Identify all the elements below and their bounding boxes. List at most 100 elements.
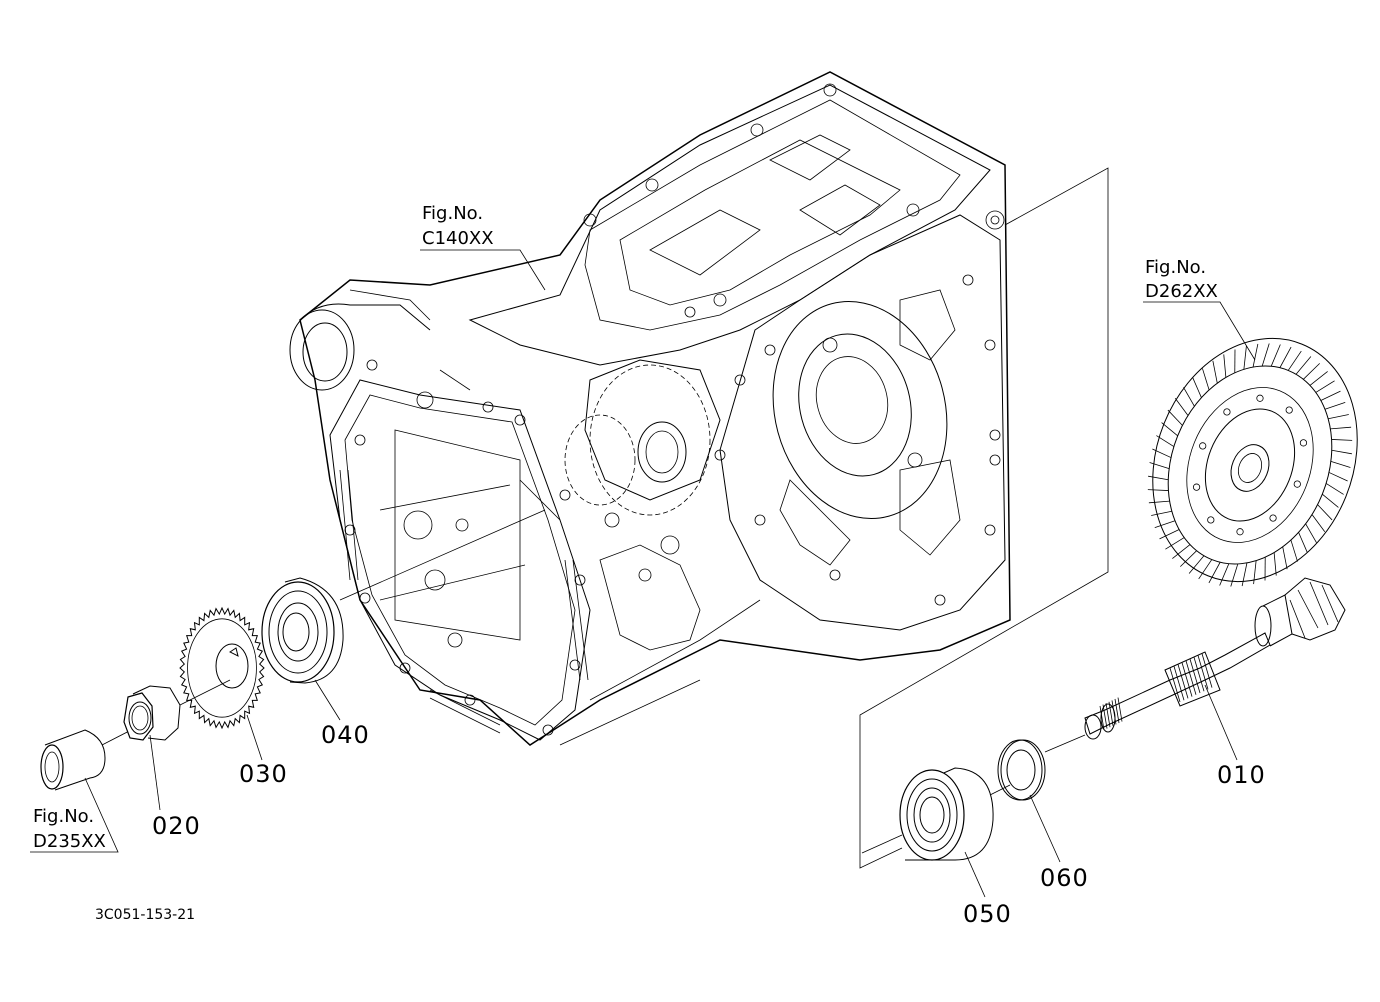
- gear-tooth: [1180, 550, 1197, 567]
- gear-bolt-hole: [1293, 480, 1301, 488]
- gear-tooth: [1298, 532, 1308, 553]
- pinion-shaft: [1084, 577, 1346, 740]
- gear-tooth: [1279, 346, 1292, 368]
- spline-line: [1114, 698, 1120, 724]
- transmission-case: [289, 71, 1011, 746]
- gear-tooth: [1149, 462, 1170, 470]
- gear-bolt-hole: [1236, 528, 1244, 536]
- gear-tooth: [1154, 520, 1176, 528]
- bevel-ring-gear: [1147, 337, 1358, 587]
- spline-line: [1108, 701, 1114, 726]
- sensor-ring-teeth: [179, 606, 265, 730]
- gear-tooth: [1315, 380, 1335, 393]
- gear-tooth: [1147, 489, 1169, 491]
- fig-ref-d262-code: D262XX: [1145, 281, 1218, 302]
- spline-line: [1201, 653, 1213, 688]
- gear-tooth: [1322, 493, 1339, 508]
- fig-ref-c140-prefix: Fig.No.: [422, 203, 483, 224]
- part-label-040: 040: [321, 721, 370, 749]
- spline-line: [1189, 658, 1201, 694]
- gear-bolt-hole: [1256, 394, 1264, 402]
- leader-lines: [30, 249, 1256, 898]
- gear-bolt-holes: [1192, 394, 1308, 536]
- fig-ref-d262-prefix: Fig.No.: [1145, 257, 1206, 278]
- gear-tooth: [1148, 500, 1170, 504]
- gear-tooth: [1159, 529, 1180, 540]
- gear-tooth: [1290, 539, 1298, 562]
- gear-tooth: [1261, 343, 1270, 367]
- gear-tooth: [1174, 398, 1189, 416]
- gear-bolt-hole: [1299, 439, 1308, 447]
- gear-tooth: [1305, 523, 1317, 543]
- sensor-ring-inner: [187, 618, 257, 718]
- gear-tooth: [1165, 537, 1185, 550]
- bearing-040: [261, 577, 344, 684]
- gear-tooth: [1325, 483, 1344, 495]
- gear-tooth: [1208, 562, 1221, 584]
- gear-tooth: [1330, 426, 1352, 430]
- gear-tooth: [1252, 343, 1259, 368]
- spline-line: [1173, 666, 1185, 701]
- drawing-code: 3C051-153-21: [95, 907, 195, 923]
- gear-tooth: [1188, 555, 1205, 574]
- gear-tooth: [1328, 472, 1348, 482]
- gear-tooth: [1282, 546, 1288, 570]
- gear-tooth: [1331, 449, 1352, 455]
- spline-line: [1181, 662, 1193, 697]
- spline-line: [1105, 703, 1111, 728]
- part-label-050: 050: [963, 900, 1012, 928]
- gear-bolt-hole: [1269, 514, 1277, 522]
- gear-tooth: [1192, 377, 1202, 398]
- gear-tooth: [1156, 435, 1175, 447]
- gear-teeth: [1147, 343, 1353, 587]
- gear-bolt-hole: [1223, 408, 1231, 416]
- gear-tooth: [1303, 363, 1320, 380]
- fig-ref-d235-prefix: Fig.No.: [33, 806, 94, 827]
- gear-tooth: [1241, 562, 1248, 587]
- gear-tooth: [1161, 422, 1178, 437]
- gear-tooth: [1198, 559, 1213, 580]
- gear-tooth: [1151, 510, 1172, 516]
- spline-line: [1099, 705, 1105, 731]
- spline-line: [1177, 664, 1189, 699]
- spline-line: [1193, 657, 1205, 692]
- figure-references: Fig.No. C140XX Fig.No. D262XX Fig.No. D2…: [33, 203, 1218, 852]
- spline-line: [1185, 660, 1197, 695]
- gear-tooth: [1183, 387, 1195, 407]
- lock-nut-020: [123, 685, 181, 741]
- spline-line: [1117, 697, 1123, 722]
- gear-tooth: [1311, 514, 1326, 532]
- gear-tooth: [1202, 368, 1210, 391]
- gear-tooth: [1219, 563, 1230, 586]
- part-label-010: 010: [1217, 761, 1266, 789]
- bearing-050: [899, 767, 994, 861]
- gear-bolt-hole: [1199, 442, 1207, 450]
- part-number-labels: 010 020 030 040 050 060: [152, 721, 1266, 928]
- gear-bolt-hole: [1192, 483, 1201, 491]
- gear-bolt-hole: [1207, 516, 1215, 524]
- gear-bolt-hole: [1285, 406, 1293, 414]
- gear-tooth: [1270, 344, 1281, 367]
- gear-tooth: [1331, 439, 1353, 441]
- shaft-splines-mid: [1169, 653, 1213, 703]
- part-label-030: 030: [239, 760, 288, 788]
- gear-tooth: [1223, 354, 1227, 378]
- fig-ref-c140-code: C140XX: [422, 228, 494, 249]
- gear-tooth: [1172, 544, 1191, 559]
- gear-tooth: [1328, 414, 1349, 420]
- gear-tooth: [1320, 390, 1341, 401]
- gear-tooth: [1253, 560, 1257, 585]
- gear-tooth: [1152, 448, 1172, 458]
- gear-tooth: [1243, 345, 1247, 370]
- splined-sleeve: [40, 729, 106, 791]
- spline-line: [1197, 655, 1209, 690]
- shim-060: [997, 739, 1046, 801]
- fig-ref-d235-code: D235XX: [33, 831, 106, 852]
- part-label-020: 020: [152, 812, 201, 840]
- spline-line: [1102, 704, 1108, 729]
- gear-tooth: [1309, 371, 1328, 386]
- gear-tooth: [1287, 350, 1302, 371]
- gear-tooth: [1317, 504, 1333, 521]
